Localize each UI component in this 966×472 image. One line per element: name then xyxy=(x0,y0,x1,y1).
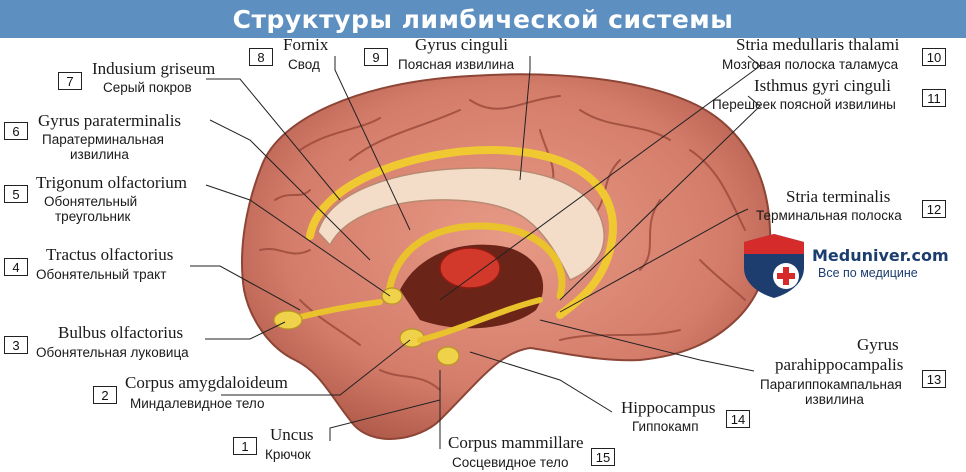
label-russian-1: Крючок xyxy=(265,447,311,462)
label-number-4: 4 xyxy=(4,258,28,276)
label-latin-9: Gyrus cinguli xyxy=(415,35,509,54)
label-russian-4: Обонятельный тракт xyxy=(36,267,167,282)
olfactory-bulb xyxy=(273,310,303,330)
label-number-7: 7 xyxy=(58,72,82,90)
label-number-3: 3 xyxy=(4,336,28,354)
label-latin-5: Trigonum olfactorium xyxy=(36,173,187,192)
mammillary-body xyxy=(436,346,460,366)
label-russian-15: Сосцевидное тело xyxy=(452,455,569,470)
label-latin-13b: parahippocampalis xyxy=(775,355,904,374)
label-latin-2: Corpus amygdaloideum xyxy=(125,373,288,392)
label-latin-6: Gyrus paraterminalis xyxy=(38,111,182,130)
leader-lines xyxy=(190,55,761,449)
label-number-10: 10 xyxy=(922,48,946,66)
label-russian-7: Серый покров xyxy=(103,80,192,95)
label-russian-6a: Паратерминальная xyxy=(42,132,164,147)
label-latin-12: Stria terminalis xyxy=(786,187,891,206)
label-russian-14: Гиппокамп xyxy=(632,419,699,434)
label-number-6: 6 xyxy=(4,122,28,140)
fornix-arch xyxy=(384,222,566,304)
label-number-1: 1 xyxy=(233,437,257,455)
label-latin-7: Indusium griseum xyxy=(92,59,216,78)
logo-tagline: Все по медицине xyxy=(818,266,918,280)
label-russian-6b: извилина xyxy=(70,147,129,162)
label-russian-2: Миндалевидное тело xyxy=(130,396,265,411)
label-russian-13b: извилина xyxy=(805,392,864,407)
label-number-13: 13 xyxy=(922,370,946,388)
label-latin-15: Corpus mammillare xyxy=(448,433,584,452)
meduniver-logo[interactable]: Meduniver.com Все по медицине xyxy=(740,232,955,304)
label-latin-11: Isthmus gyri cinguli xyxy=(754,76,891,95)
thalamus xyxy=(439,247,501,289)
label-russian-13a: Парагиппокампальная xyxy=(760,377,902,392)
label-russian-9: Поясная извилина xyxy=(398,57,515,72)
label-latin-4: Tractus olfactorius xyxy=(46,245,174,264)
label-number-5: 5 xyxy=(4,185,28,203)
label-russian-10: Мозговая полоска таламуса xyxy=(722,57,899,72)
title-bar: Структуры лимбической системы xyxy=(0,0,966,38)
page-title: Структуры лимбической системы xyxy=(232,4,734,34)
label-russian-11: Перешеек поясной извилины xyxy=(712,97,896,112)
label-latin-3: Bulbus olfactorius xyxy=(58,323,184,342)
label-number-12: 12 xyxy=(922,200,946,218)
label-latin-1: Uncus xyxy=(270,425,314,444)
label-russian-8: Свод xyxy=(288,57,320,72)
label-russian-12: Терминальная полоска xyxy=(756,208,902,223)
label-latin-14: Hippocampus xyxy=(621,398,716,417)
label-number-15: 15 xyxy=(591,448,615,466)
label-number-2: 2 xyxy=(93,386,117,404)
label-number-14: 14 xyxy=(726,410,750,428)
label-number-9: 9 xyxy=(364,48,388,66)
label-russian-5a: Обонятельный xyxy=(44,194,138,209)
label-number-8: 8 xyxy=(249,48,273,66)
label-latin-13a: Gyrus xyxy=(857,335,899,354)
hippocampus xyxy=(417,297,543,343)
label-number-11: 11 xyxy=(922,89,946,107)
shield-icon xyxy=(744,234,804,298)
label-latin-10: Stria medullaris thalami xyxy=(736,35,900,54)
limbic-band xyxy=(306,145,617,319)
olfactory-tract xyxy=(293,299,383,321)
label-latin-8: Fornix xyxy=(283,35,329,54)
corpus-callosum xyxy=(317,167,605,281)
label-russian-5b: треугольник xyxy=(55,209,131,224)
label-russian-3: Обонятельная луковица xyxy=(36,345,189,360)
logo-brand: Meduniver.com xyxy=(812,246,949,265)
trigonum-spot xyxy=(381,287,403,305)
